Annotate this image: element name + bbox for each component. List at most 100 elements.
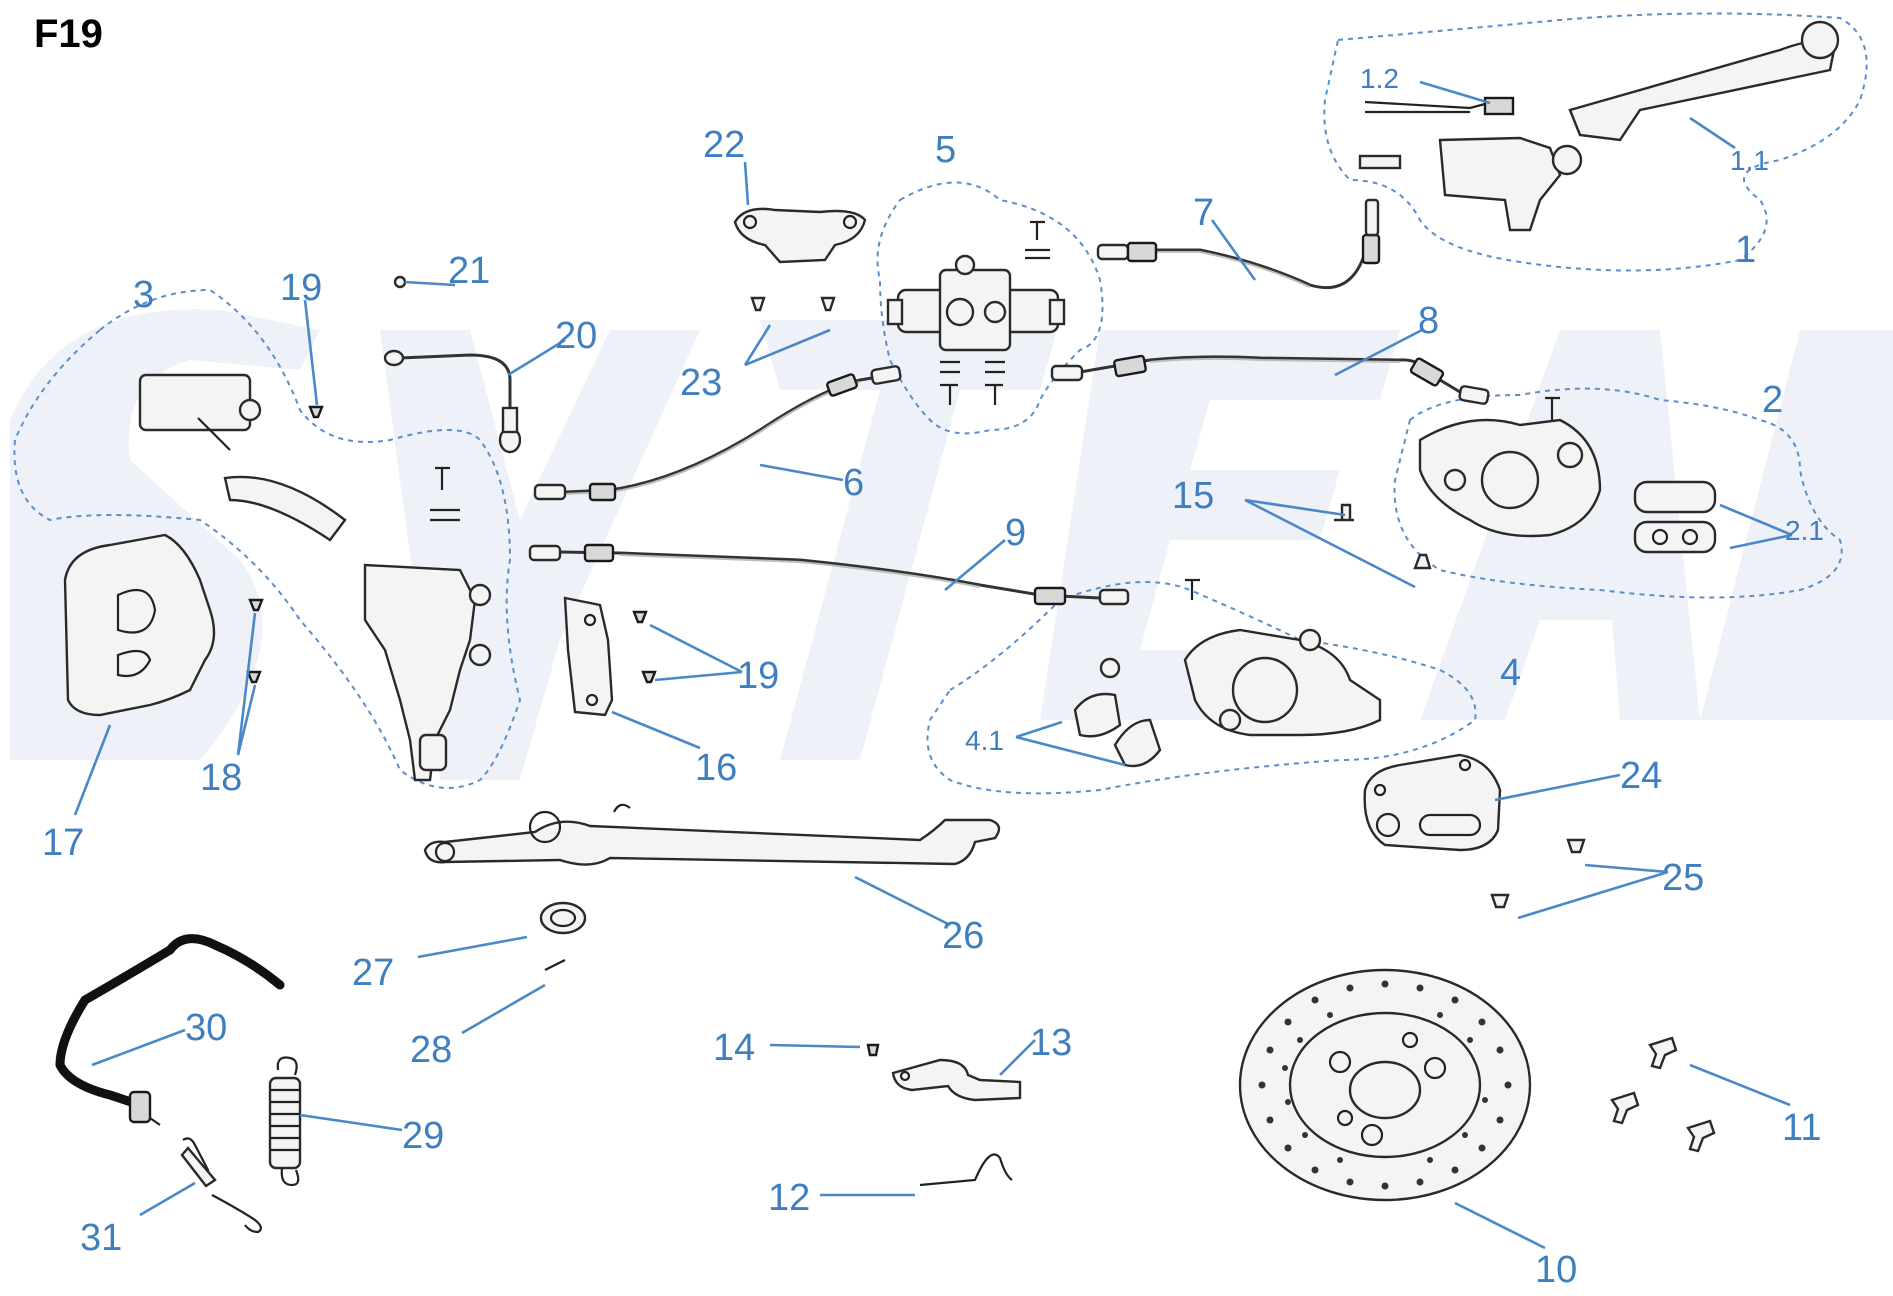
part-1-master-cylinder-assembly	[1358, 20, 1840, 232]
group-outline-4	[926, 581, 1477, 795]
leader-10	[1454, 1201, 1546, 1250]
leader-2.1b	[1729, 533, 1793, 550]
leader-16	[611, 710, 701, 750]
callout-7: 7	[1193, 192, 1214, 234]
group-outline-5	[876, 181, 1104, 435]
part-11-disc-bolts	[1610, 1036, 1716, 1153]
part-12-spring-clip	[919, 1153, 1013, 1187]
leader-27	[417, 935, 528, 959]
leader-6	[759, 463, 844, 482]
leader-31	[139, 1181, 196, 1217]
group-outline-2	[1393, 387, 1843, 599]
watermark	[10, 309, 1893, 780]
part-16-plate	[563, 596, 614, 717]
callout-19-top: 19	[280, 267, 322, 309]
callout-17: 17	[42, 822, 84, 864]
callout-18: 18	[200, 757, 242, 799]
callout-13: 13	[1030, 1022, 1072, 1064]
callout-29: 29	[402, 1115, 444, 1157]
leader-4.1b	[1015, 735, 1126, 767]
callout-22: 22	[703, 124, 745, 166]
callout-30: 30	[185, 1007, 227, 1049]
leader-19b	[654, 670, 743, 682]
part-23-bolts	[750, 296, 836, 312]
leader-25a	[1584, 863, 1669, 874]
part-13-bracket	[891, 1058, 1022, 1102]
part-27-washer	[539, 901, 587, 935]
callout-1.2: 1.2	[1360, 63, 1399, 94]
leader-21	[404, 280, 456, 287]
part-25-bolts	[1490, 838, 1586, 909]
leader-23b	[744, 328, 831, 367]
leader-lines	[73, 80, 1793, 1250]
leader-20	[507, 338, 566, 377]
part-19-bolts	[308, 405, 657, 684]
callout-26: 26	[942, 915, 984, 957]
leader-26	[854, 875, 951, 927]
part-21-washer	[393, 275, 407, 289]
part-31-spring	[180, 1137, 262, 1234]
callout-5: 5	[935, 129, 956, 171]
group-outlines	[13, 12, 1868, 795]
leader-19a	[649, 623, 743, 674]
callout-24: 24	[1620, 755, 1662, 797]
callout-28: 28	[410, 1029, 452, 1071]
leader-30	[91, 1028, 186, 1067]
leader-2.1a	[1719, 503, 1793, 537]
callout-9: 9	[1005, 512, 1026, 554]
callout-21: 21	[448, 250, 490, 292]
leader-25b	[1517, 870, 1669, 920]
part-17-heat-shield	[63, 533, 216, 717]
disc-holes	[1258, 980, 1512, 1190]
callout-labels: 1 1.1 1.2 2 2.1 3 4 4.1 5 6 7 8 9 10 11 …	[42, 63, 1824, 1291]
leader-13	[999, 1039, 1036, 1076]
leader-19-top	[303, 299, 319, 406]
leader-1.1	[1689, 116, 1736, 150]
callout-2.1: 2.1	[1785, 515, 1824, 546]
leader-1.2	[1419, 80, 1491, 105]
part-3-rear-master-cylinder	[138, 373, 492, 782]
callout-6: 6	[843, 462, 864, 504]
callout-10: 10	[1535, 1249, 1577, 1291]
leader-18b	[236, 684, 257, 756]
leader-8	[1334, 328, 1423, 377]
callout-12: 12	[768, 1177, 810, 1219]
part-22-bracket	[733, 207, 867, 264]
part-15-bolts	[1334, 503, 1432, 570]
callout-1: 1	[1735, 229, 1756, 271]
callout-4: 4	[1500, 652, 1521, 694]
callout-1.1: 1.1	[1730, 145, 1769, 176]
group-outline-1	[1323, 12, 1868, 272]
leader-29	[299, 1113, 403, 1132]
leader-24	[1494, 773, 1621, 802]
callout-8: 8	[1418, 300, 1439, 342]
leader-15b	[1244, 498, 1416, 589]
part-6-brake-hose	[533, 365, 902, 502]
callout-31: 31	[80, 1217, 122, 1259]
callout-27: 27	[352, 952, 394, 994]
callout-3: 3	[133, 274, 154, 316]
callout-16: 16	[695, 747, 737, 789]
callout-19: 19	[737, 655, 779, 697]
leader-7	[1210, 219, 1257, 281]
part-24-bracket	[1363, 753, 1502, 852]
group-outline-3	[13, 288, 522, 789]
part-26-brake-pedal	[423, 803, 1001, 866]
figure-id: F19	[34, 12, 103, 56]
leader-18a	[236, 612, 257, 756]
part-14-bolt	[866, 1043, 880, 1057]
callout-23: 23	[680, 362, 722, 404]
leader-4.1a	[1015, 720, 1063, 739]
part-30-brake-light-switch	[55, 934, 285, 1126]
callout-15: 15	[1172, 475, 1214, 517]
leader-28	[461, 983, 546, 1035]
callout-25: 25	[1662, 857, 1704, 899]
part-4-caliper-rear	[1073, 578, 1382, 768]
part-28-pin	[544, 959, 566, 971]
leader-9	[944, 539, 1006, 591]
leader-23a	[743, 324, 772, 366]
part-20-hose	[383, 349, 522, 454]
leader-22	[743, 161, 750, 206]
part-18-bolts	[246, 598, 264, 684]
